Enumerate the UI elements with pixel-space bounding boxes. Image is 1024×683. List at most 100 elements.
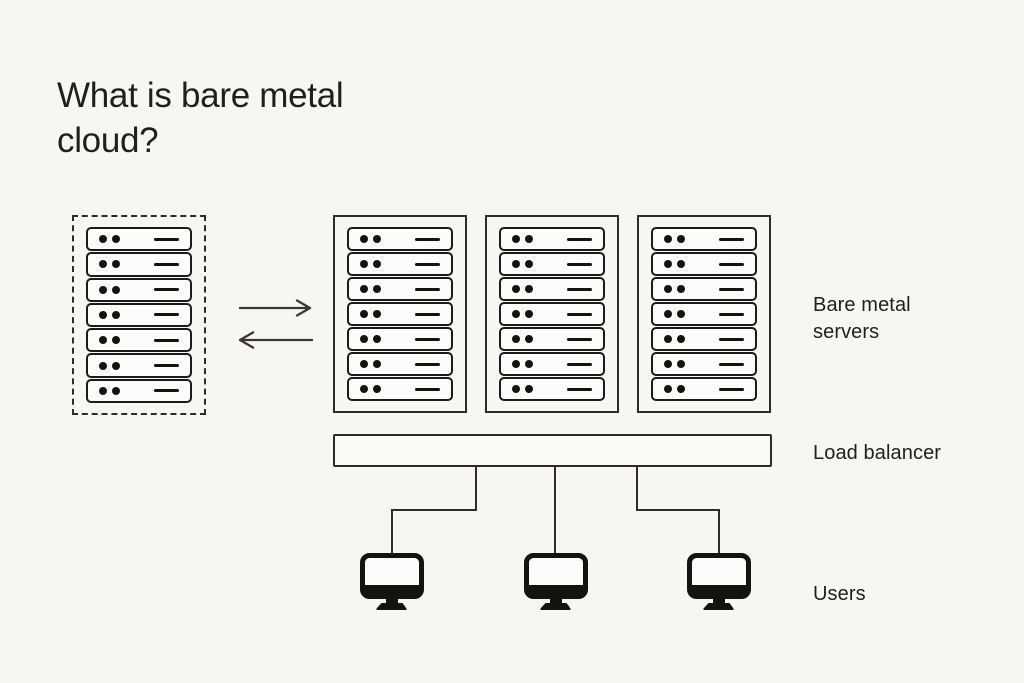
led-dot-icon [112,336,120,345]
led-dot-icon [373,285,381,293]
led-dot-icon [677,360,685,368]
incoming-server-rack [72,215,206,415]
drive-slot-icon [719,262,744,266]
led-dot-icon [99,336,107,345]
drive-slot-icon [154,262,179,266]
led-dot-icon [99,386,107,395]
server-unit-icon [651,377,757,401]
bare-metal-servers-label: Bare metal servers [813,294,911,343]
led-dot-icon [373,310,381,318]
drive-slot-icon [415,387,440,391]
led-dot-icon [360,260,368,268]
led-dot-icon [525,285,533,293]
led-dot-icon [360,310,368,318]
connector-left [391,466,477,553]
server-unit-icon [86,353,192,378]
led-dot-icon [525,310,533,318]
led-dot-icon [525,360,533,368]
drive-slot-icon [154,389,179,393]
drive-slot-icon [415,287,440,291]
led-dot-icon [99,361,107,370]
server-unit-icon [86,328,192,353]
server-unit-icon [651,252,757,276]
drive-slot-icon [567,262,592,266]
server-unit-icon [499,327,605,351]
server-unit-icon [86,252,192,277]
led-dot-icon [360,335,368,343]
server-unit-icon [347,277,453,301]
led-dot-icon [664,285,672,293]
server-unit-icon [499,227,605,251]
server-unit-icon [347,327,453,351]
led-dot-icon [525,335,533,343]
led-dot-icon [112,386,120,395]
load-balancer-label: Load balancer [813,442,942,464]
right-arrow-icon [238,299,312,317]
led-dot-icon [512,285,520,293]
drive-slot-icon [719,287,744,291]
led-dot-icon [664,260,672,268]
server-unit-icon [86,378,192,403]
led-dot-icon [112,361,120,370]
drive-slot-icon [415,262,440,266]
drive-slot-icon [567,387,592,391]
led-dot-icon [99,285,107,294]
led-dot-icon [360,285,368,293]
users-row [360,553,751,610]
server-unit-icon [499,377,605,401]
server-unit-icon [86,277,192,302]
connector-right [636,466,720,553]
led-dot-icon [112,235,120,244]
led-dot-icon [664,335,672,343]
server-unit-icon [347,252,453,276]
desktop-monitor-icon [523,553,588,610]
drive-slot-icon [567,362,592,366]
server-unit-icon [86,227,192,252]
led-dot-icon [360,360,368,368]
drive-slot-icon [567,287,592,291]
led-dot-icon [512,235,520,243]
led-dot-icon [99,235,107,244]
led-dot-icon [112,285,120,294]
server-unit-icon [347,377,453,401]
led-dot-icon [677,385,685,393]
led-dot-icon [677,285,685,293]
drive-slot-icon [154,288,179,292]
server-unit-icon [651,302,757,326]
led-dot-icon [360,385,368,393]
drive-slot-icon [154,313,179,317]
led-dot-icon [512,310,520,318]
server-unit-icon [499,277,605,301]
server-unit-icon [499,352,605,376]
led-dot-icon [512,260,520,268]
connector-lines [391,466,720,553]
led-dot-icon [525,260,533,268]
users-label: Users [813,583,866,605]
drive-slot-icon [567,337,592,341]
drive-slot-icon [719,337,744,341]
led-dot-icon [664,310,672,318]
led-dot-icon [373,360,381,368]
led-dot-icon [112,310,120,319]
led-dot-icon [677,310,685,318]
drive-slot-icon [415,312,440,316]
server-unit-icon [651,227,757,251]
server-unit-icon [347,227,453,251]
led-dot-icon [373,385,381,393]
led-dot-icon [512,385,520,393]
server-unit-icon [651,327,757,351]
led-dot-icon [525,235,533,243]
led-dot-icon [512,335,520,343]
server-unit-icon [86,302,192,328]
drive-slot-icon [415,362,440,366]
server-unit-icon [347,302,453,326]
led-dot-icon [99,260,107,269]
server-unit-icon [499,302,605,326]
drive-slot-icon [415,237,440,241]
server-unit-icon [347,352,453,376]
bare-metal-rack-row [333,215,771,413]
drive-slot-icon [567,237,592,241]
led-dot-icon [99,310,107,319]
led-dot-icon [112,260,120,269]
led-dot-icon [664,385,672,393]
